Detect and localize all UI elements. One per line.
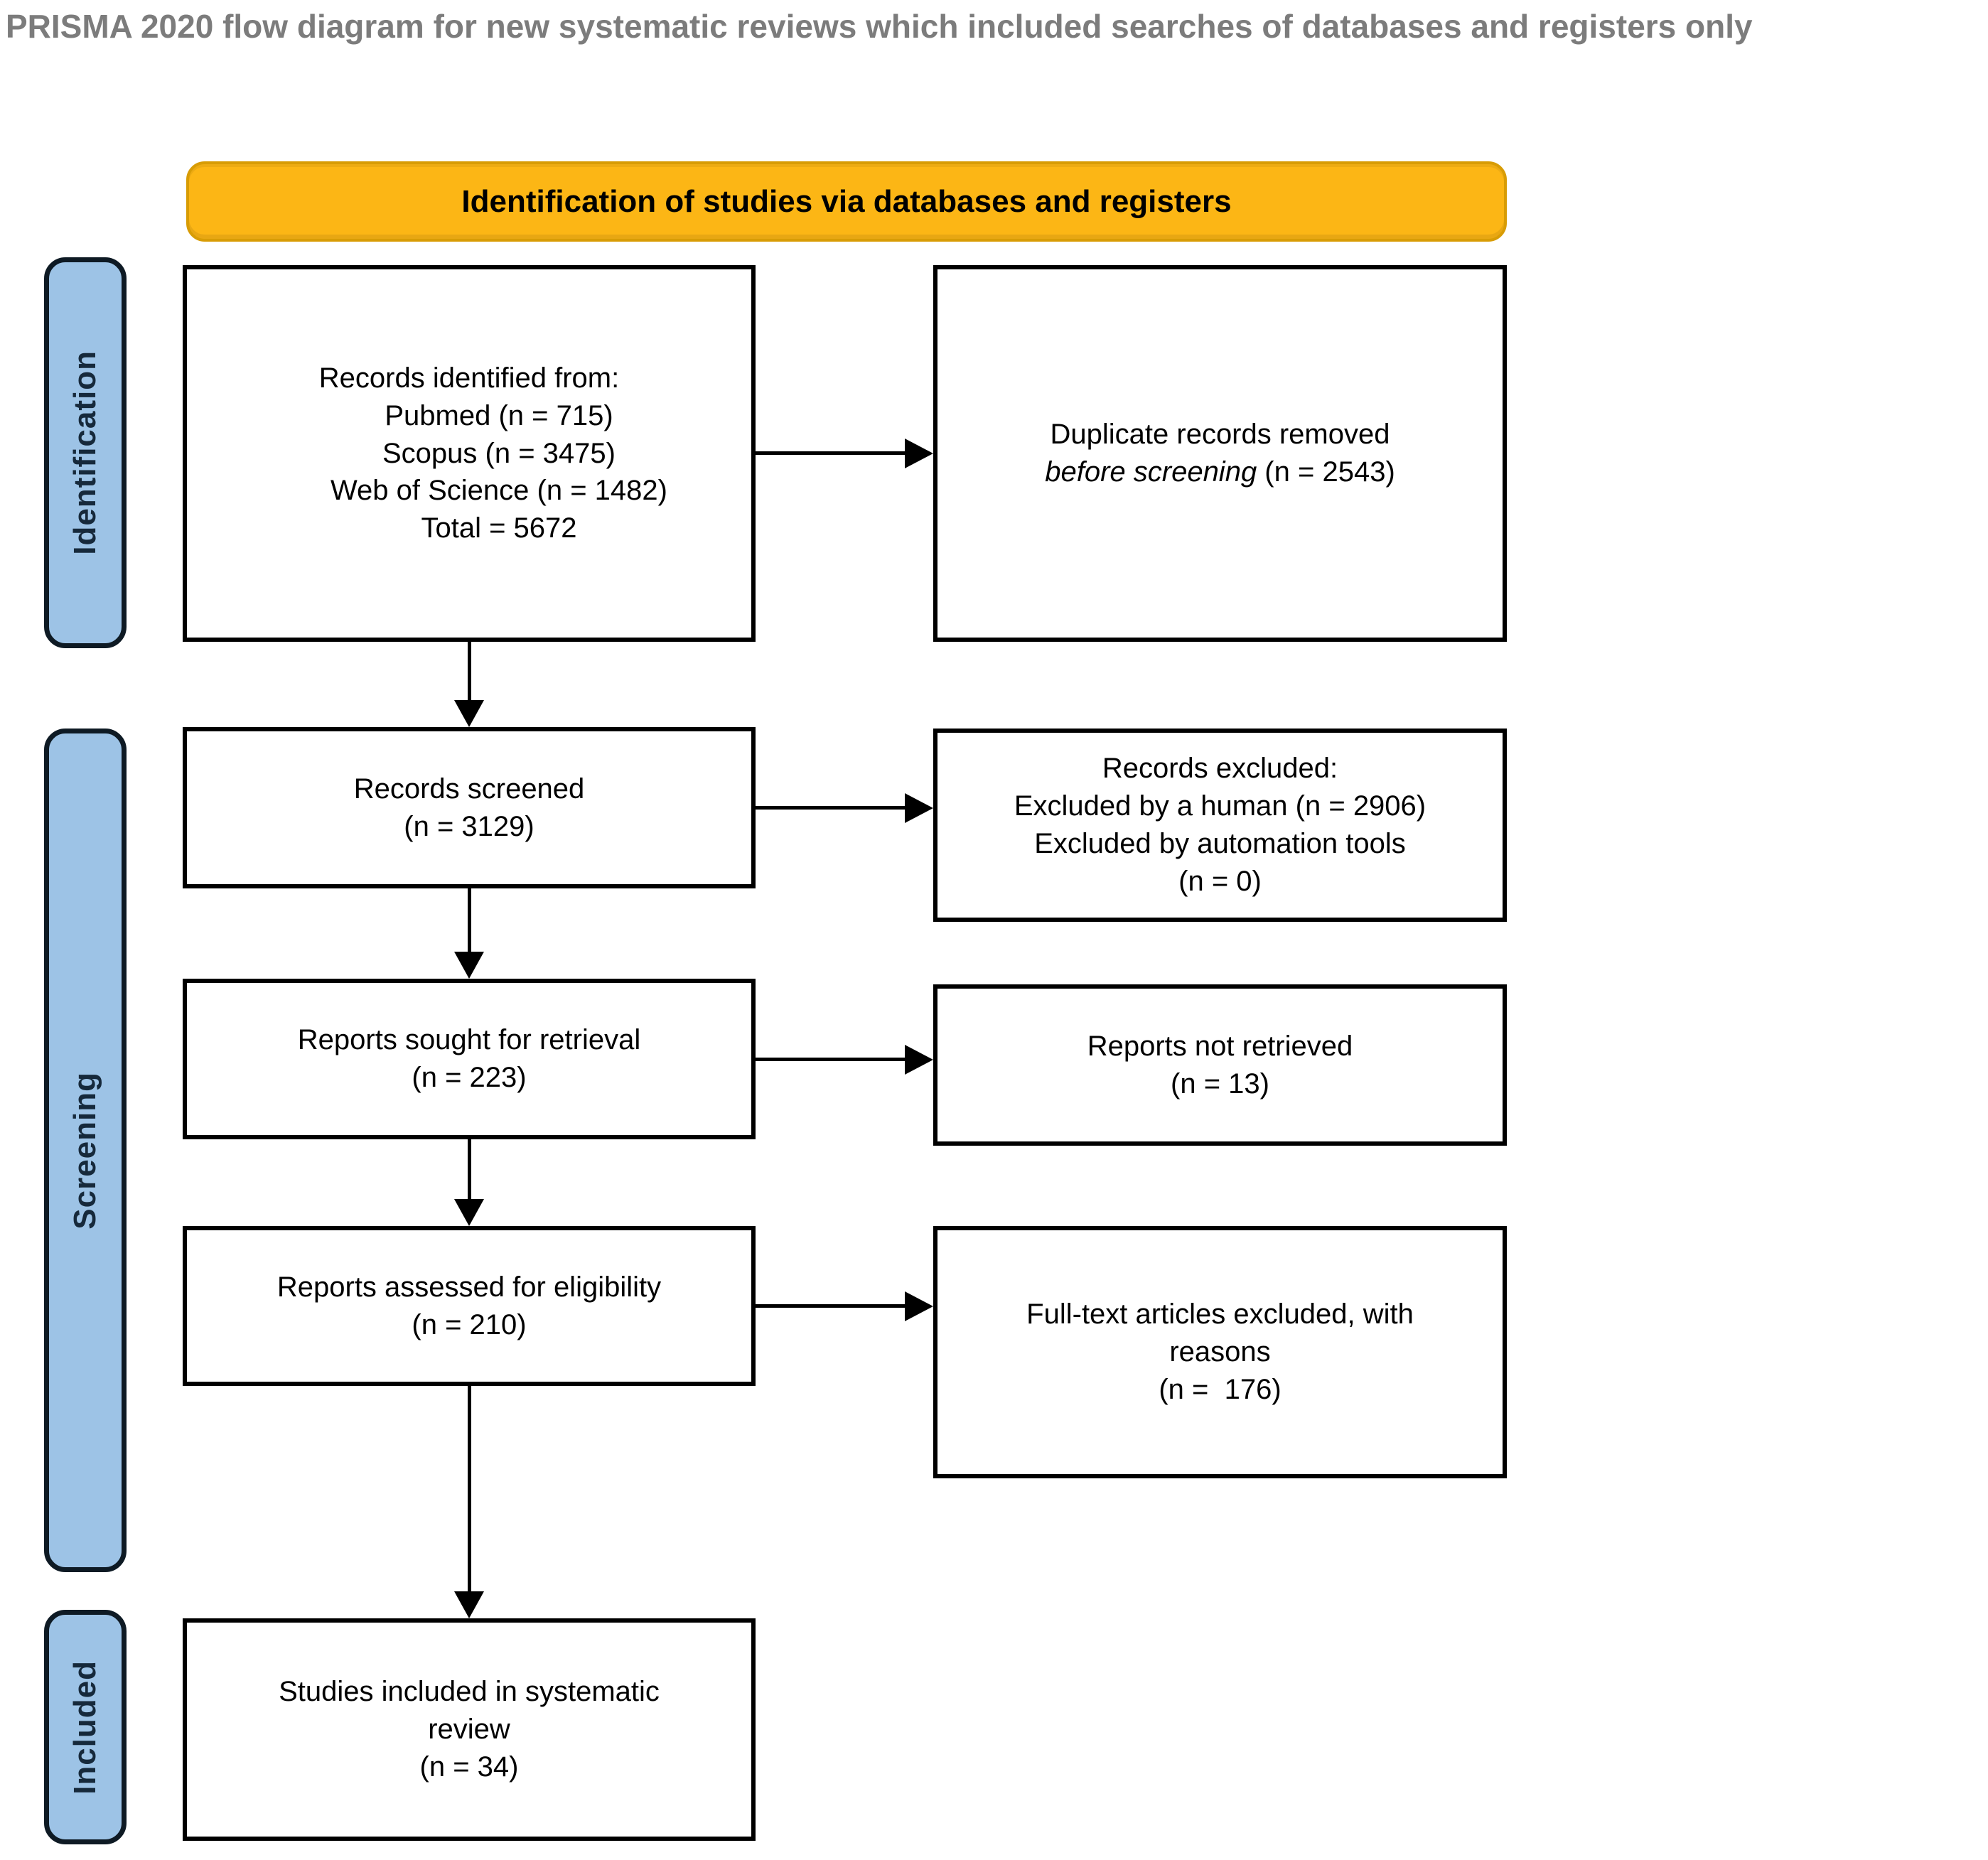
- arrow-line: [468, 642, 471, 701]
- arrow-line: [468, 1139, 471, 1200]
- arrow-line: [756, 1304, 908, 1308]
- box-line: Total = 5672: [421, 512, 577, 544]
- arrow-head-right-icon: [905, 439, 933, 468]
- box-line: Records identified from:: [318, 362, 620, 394]
- sidebar-tab-screening: Screening: [44, 729, 127, 1572]
- arrow-line: [468, 1386, 471, 1593]
- flow-box-fulltext-excluded: Full-text articles excluded, with reason…: [933, 1226, 1507, 1478]
- arrow-head-right-icon: [905, 793, 933, 823]
- box-line: (n = 176): [1159, 1373, 1282, 1405]
- box-line: Reports not retrieved: [1087, 1030, 1353, 1062]
- flow-box-reports-assessed: Reports assessed for eligibility (n = 21…: [183, 1226, 756, 1386]
- box-line: Reports sought for retrieval: [297, 1024, 641, 1056]
- sidebar-tab-screening-label: Screening: [68, 1071, 102, 1230]
- page-title: PRISMA 2020 flow diagram for new systema…: [6, 8, 1753, 45]
- sidebar-tab-identification: Identification: [44, 257, 127, 648]
- box-line: Pubmed (n = 715): [385, 399, 613, 431]
- italic-phrase: before screening: [1045, 456, 1257, 488]
- arrow-head-down-icon: [454, 1591, 484, 1618]
- box-line: (n = 3129): [404, 810, 534, 842]
- box-line: reasons: [1169, 1336, 1271, 1368]
- flow-box-records-screened: Records screened (n = 3129): [183, 727, 756, 888]
- box-line: Scopus (n = 3475): [382, 437, 616, 469]
- arrow-head-down-icon: [454, 1199, 484, 1226]
- arrow-head-down-icon: [454, 952, 484, 979]
- arrow-line: [756, 806, 908, 810]
- flow-box-reports-sought: Reports sought for retrieval (n = 223): [183, 979, 756, 1139]
- sidebar-tab-included-label: Included: [68, 1660, 102, 1795]
- box-line: (n = 34): [419, 1751, 519, 1783]
- box-line: (n = 223): [412, 1062, 527, 1093]
- box-line: Studies included in systematic: [279, 1676, 660, 1708]
- box-line: Excluded by a human (n = 2906): [1014, 790, 1426, 822]
- flow-box-duplicates-removed: Duplicate records removed before screeni…: [933, 265, 1507, 642]
- box-line: Full-text articles excluded, with: [1026, 1299, 1414, 1331]
- flow-box-studies-included: Studies included in systematic review (n…: [183, 1618, 756, 1841]
- box-line: (n = 210): [412, 1308, 527, 1340]
- box-line: Web of Science (n = 1482): [331, 475, 667, 507]
- arrow-head-right-icon: [905, 1045, 933, 1075]
- box-line: Records excluded:: [1102, 753, 1338, 785]
- box-line: Reports assessed for eligibility: [276, 1271, 662, 1303]
- box-line: (n = 13): [1171, 1068, 1269, 1100]
- box-line: Excluded by automation tools: [1034, 828, 1406, 859]
- header-banner-label: Identification of studies via databases …: [461, 183, 1232, 219]
- flow-box-reports-not-retrieved: Reports not retrieved (n = 13): [933, 984, 1507, 1146]
- box-line: (n = 0): [1178, 865, 1262, 897]
- box-line: Duplicate records removed: [1050, 419, 1390, 451]
- arrow-head-down-icon: [454, 700, 484, 727]
- arrow-line: [756, 451, 908, 455]
- box-line: before screening (n = 2543): [1045, 453, 1395, 491]
- box-line: review: [428, 1714, 510, 1746]
- header-banner: Identification of studies via databases …: [186, 161, 1507, 242]
- arrow-line: [468, 888, 471, 953]
- sidebar-tab-identification-label: Identification: [68, 350, 102, 555]
- arrow-line: [756, 1058, 908, 1061]
- count-text: (n = 2543): [1257, 456, 1395, 488]
- flow-box-records-excluded: Records excluded: Excluded by a human (n…: [933, 729, 1507, 922]
- flow-box-records-identified: Records identified from: Pubmed (n = 715…: [183, 265, 756, 642]
- box-line: Records screened: [353, 773, 585, 805]
- sidebar-tab-included: Included: [44, 1610, 127, 1844]
- arrow-head-right-icon: [905, 1291, 933, 1321]
